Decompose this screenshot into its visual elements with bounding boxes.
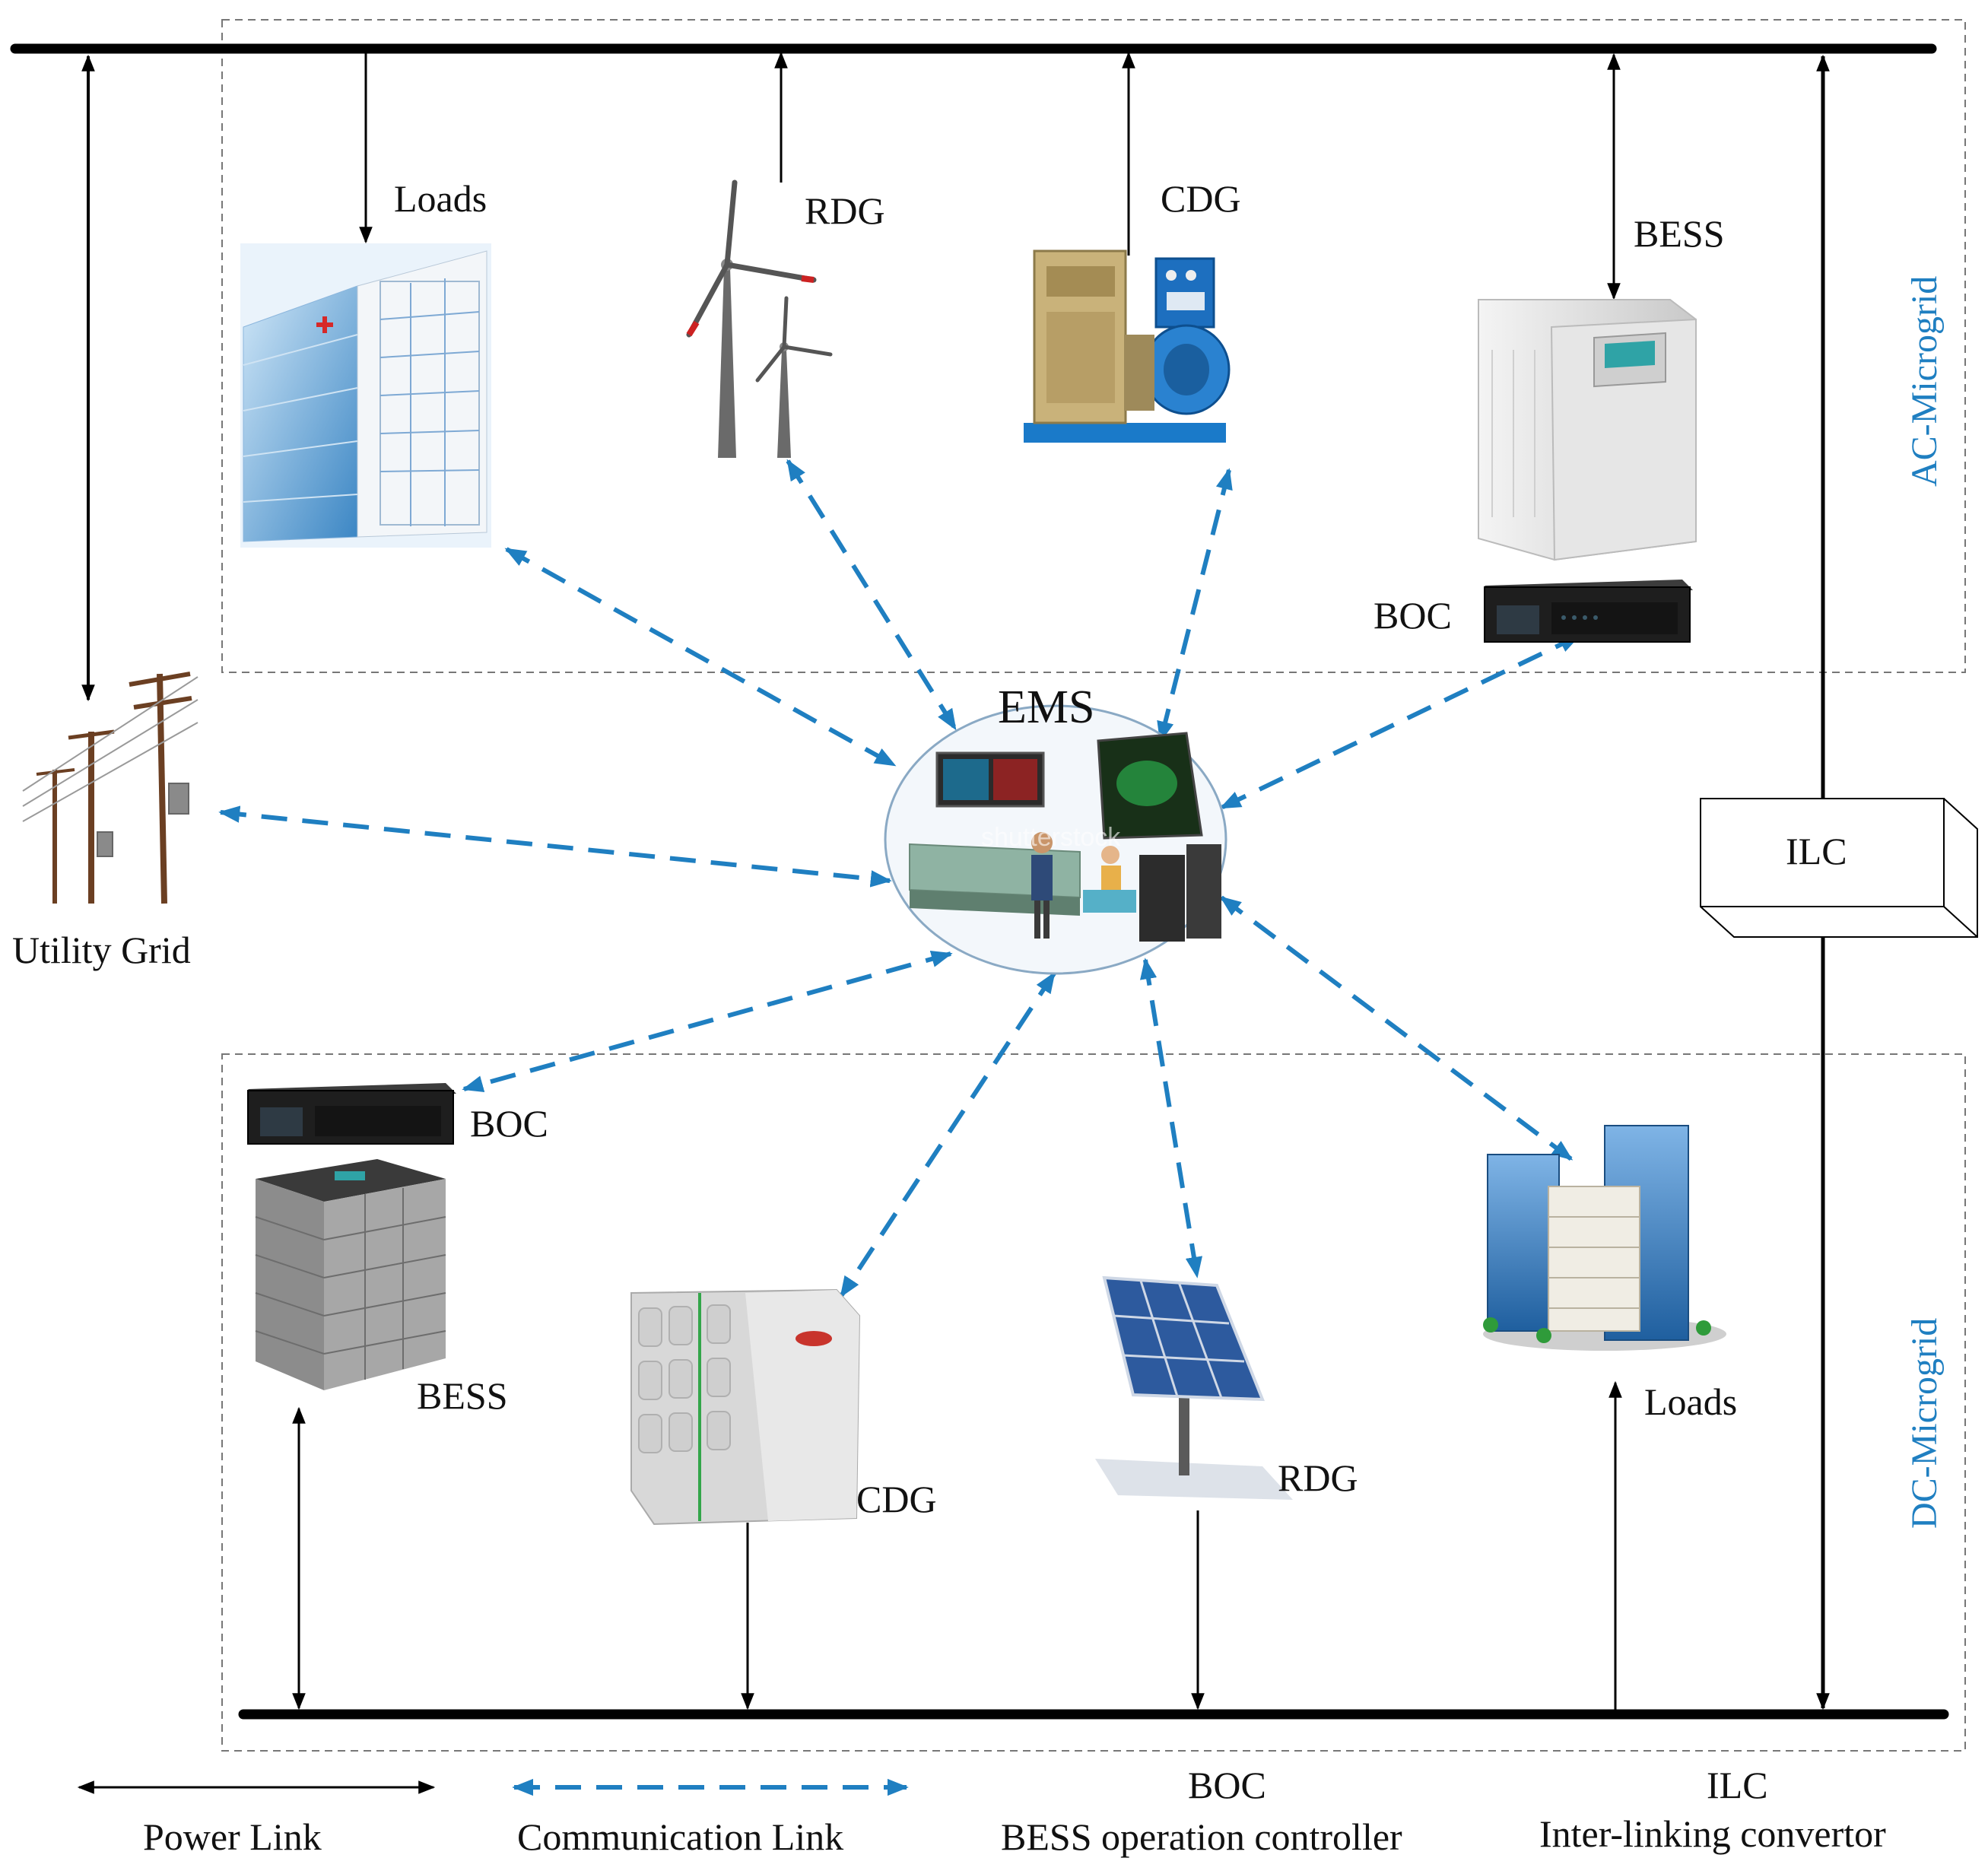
comm-link-dc-cdg — [839, 971, 1056, 1298]
dc-rdg-label: RDG — [1278, 1456, 1358, 1499]
comm-link-utility — [218, 805, 892, 888]
ups-cabinet-icon — [1478, 299, 1697, 561]
ems-label: EMS — [998, 681, 1094, 733]
legend-power-link-label: Power Link — [143, 1815, 322, 1858]
ilc-label: ILC — [1786, 830, 1847, 872]
control-room-icon: shutterstock — [884, 704, 1227, 975]
dc-loads-label: Loads — [1644, 1380, 1737, 1423]
fuel-cell-icon — [630, 1288, 861, 1526]
comm-link-dc-boc — [462, 950, 953, 1093]
ilc-box — [1700, 798, 1978, 938]
power-pole-icon — [22, 672, 198, 904]
ac-boc-label: BOC — [1373, 594, 1452, 637]
comm-link-ac-boc — [1219, 634, 1581, 810]
wind-turbine-icon — [686, 179, 833, 458]
ac-microgrid-region — [221, 19, 1966, 673]
ac-loads-label: Loads — [394, 177, 487, 220]
ems-watermark: shutterstock — [981, 823, 1121, 852]
dc-boc-label: BOC — [470, 1102, 548, 1145]
hospital-building-icon — [240, 243, 491, 548]
comm-link-ac-loads — [504, 547, 897, 767]
legend-ilc-full: Inter-linking convertor — [1539, 1812, 1886, 1855]
dc-bess-label: BESS — [417, 1374, 508, 1417]
ac-cdg-label: CDG — [1161, 177, 1241, 220]
legend-communication-link-label: Communication Link — [517, 1815, 843, 1858]
comm-link-ac-cdg — [1157, 468, 1233, 743]
ac-bess-label: BESS — [1634, 212, 1725, 255]
comm-link-dc-rdg — [1140, 958, 1202, 1278]
legend-ilc-abbr: ILC — [1707, 1764, 1768, 1806]
router-controller-icon — [247, 1083, 456, 1145]
utility-grid-label: Utility Grid — [12, 929, 191, 971]
legend-boc-abbr: BOC — [1188, 1764, 1266, 1806]
dc-microgrid-label: DC-Microgrid — [1904, 1318, 1945, 1529]
ac-microgrid-label: AC-Microgrid — [1904, 276, 1945, 487]
ac-rdg-label: RDG — [805, 189, 885, 232]
dc-cdg-label: CDG — [856, 1478, 937, 1520]
legend-boc-full: BESS operation controller — [1001, 1815, 1402, 1858]
router-controller-icon — [1484, 580, 1693, 643]
diesel-generator-icon — [1024, 249, 1231, 443]
comm-link-dc-loads — [1219, 895, 1574, 1161]
city-buildings-icon — [1483, 1125, 1726, 1351]
solar-panel-icon — [1095, 1275, 1293, 1500]
comm-link-ac-rdg — [786, 459, 957, 731]
dc-microgrid-region — [221, 1053, 1966, 1752]
battery-rack-icon — [255, 1159, 446, 1390]
